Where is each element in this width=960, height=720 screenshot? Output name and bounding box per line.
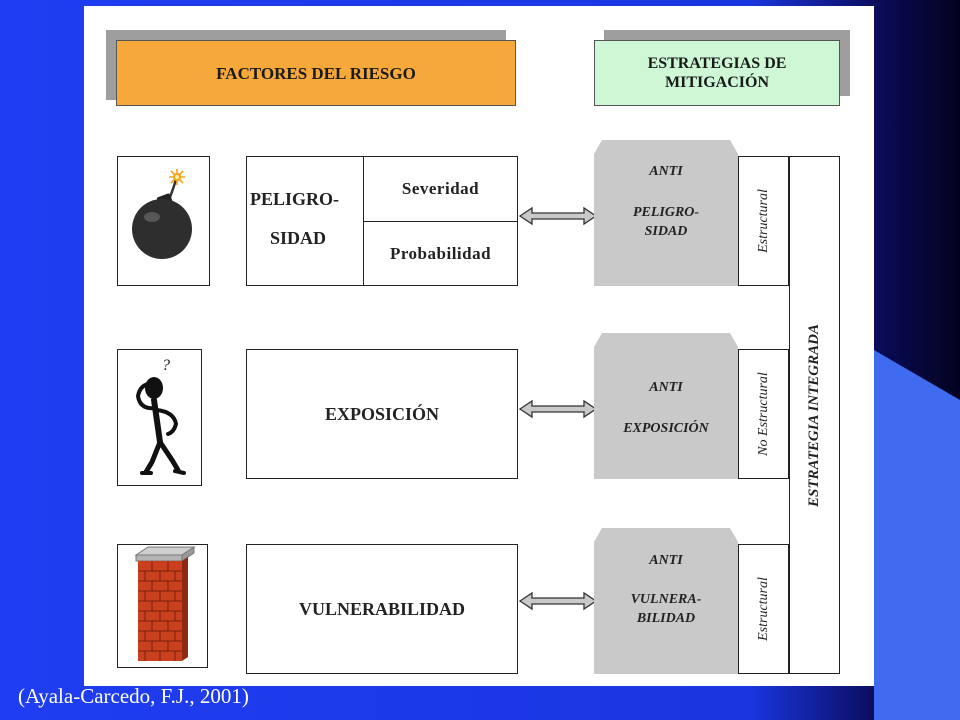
slide-corner-shape: [874, 350, 960, 720]
anti-exposicion-label: ANTI EXPOSICIÓN: [623, 380, 709, 436]
probabilidad-label: Probabilidad: [389, 244, 492, 263]
anti-exposicion-box: [594, 333, 738, 479]
strategy-type-1: Estructural: [738, 156, 789, 286]
exposicion-box: EXPOSICIÓN: [246, 349, 518, 479]
peligrosidad-label: PELIGRO- SIDAD: [250, 189, 340, 248]
double-arrow-icon: [518, 206, 598, 226]
left-header: FACTORES DEL RIESGO: [116, 40, 516, 106]
anti-vulnerabilidad-box: [594, 528, 738, 674]
anti-peligrosidad-label: ANTI PELIGRO- SIDAD: [632, 164, 700, 239]
double-arrow-icon: [518, 399, 598, 419]
diagram-panel: FACTORES DEL RIESGO ESTRATEGIAS DE MITIG…: [84, 6, 874, 686]
severidad-cell: [363, 156, 518, 222]
svg-text:?: ?: [162, 357, 170, 374]
double-arrow-icon: [518, 591, 598, 611]
integrated-strategy-column: ESTRATEGIA INTEGRADA: [789, 156, 840, 674]
probabilidad-cell: [363, 221, 518, 286]
wall-image-box: [117, 544, 208, 668]
strategy-type-3: Estructural: [738, 544, 789, 674]
left-header-label: FACTORES DEL RIESGO: [216, 63, 416, 83]
citation: (Ayala-Carcedo, F.J., 2001): [18, 684, 249, 708]
bomb-icon: [132, 169, 192, 259]
right-header-label-line1: ESTRATEGIAS DE: [647, 55, 787, 72]
brick-wall-icon: [134, 546, 196, 661]
anti-peligrosidad-box: [594, 140, 738, 286]
person-image-box: ?: [117, 349, 202, 486]
vulnerabilidad-box: VULNERABILIDAD: [246, 544, 518, 674]
strategy-type-2: No Estructural: [738, 349, 789, 479]
confused-person-icon: ?: [135, 357, 186, 475]
right-header-label-line2: MITIGACIÓN: [664, 74, 769, 91]
severidad-label: Severidad: [401, 179, 480, 198]
anti-vulnerabilidad-label: ANTI VULNERA- BILIDAD: [630, 553, 702, 626]
bomb-image-box: [117, 156, 210, 286]
right-header: ESTRATEGIAS DE MITIGACIÓN: [594, 40, 840, 106]
